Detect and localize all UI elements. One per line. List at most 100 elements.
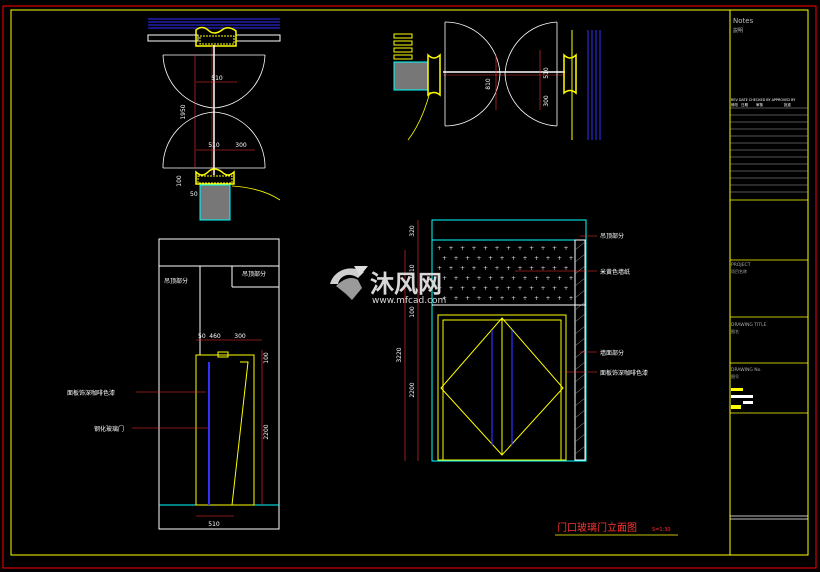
hatch-mark: + — [557, 295, 562, 302]
hatch-mark: + — [529, 265, 534, 272]
hatch-mark: + — [500, 295, 505, 302]
outer-border — [2, 5, 817, 569]
hatch-mark: + — [523, 295, 528, 302]
hatch-mark: + — [488, 275, 493, 282]
drawing-title-label: DRAWING TITLE — [731, 322, 767, 328]
project-label: PROJECT — [731, 262, 751, 268]
hatch-mark: + — [552, 285, 557, 292]
notes-label: Notes — [733, 17, 754, 25]
label-ceiling-b: 吊顶部分 — [242, 270, 266, 278]
hatch-mark: + — [506, 285, 511, 292]
label-ceiling-a: 吊顶部分 — [164, 277, 188, 285]
hatch-mark: + — [552, 265, 557, 272]
hatch-mark: + — [534, 295, 539, 302]
label-ceiling-elev: 吊顶部分 — [600, 232, 624, 240]
dim-height-1950: 1950 — [180, 104, 187, 119]
title-block: Notes 説明 REV DATE CHECKED BY APPROVED BY… — [729, 10, 808, 555]
hatch-mark: + — [518, 245, 523, 252]
dim-300-right: 300 — [543, 95, 550, 107]
dim-300-section: 300 — [234, 333, 246, 340]
hatch-mark: + — [449, 265, 454, 272]
hatch-mark: + — [569, 295, 574, 302]
hatch-mark: + — [552, 245, 557, 252]
label-wallpaper: 米黄色墙纸 — [600, 268, 630, 276]
mfcad-logo-icon — [330, 266, 368, 300]
label-panel-elev: 面板饰深咖啡色漆 — [600, 369, 648, 377]
drawing-no-value: 图号 — [731, 373, 739, 379]
hatch-mark: + — [534, 275, 539, 282]
hatch-mark: + — [477, 255, 482, 262]
dim-810: 810 — [485, 78, 492, 90]
hatch-mark: + — [557, 275, 562, 282]
hatch-mark: + — [488, 295, 493, 302]
hatch-mark: + — [518, 265, 523, 272]
dim-510-section: 510 — [208, 521, 220, 528]
dim-2200-section: 2200 — [263, 424, 270, 439]
hatch-mark: + — [541, 245, 546, 252]
hatch-mark: + — [449, 285, 454, 292]
dim-320: 320 — [409, 225, 416, 237]
hatch-mark: + — [460, 265, 465, 272]
inner-frame — [10, 9, 809, 556]
rev-col-3: 审核 — [756, 102, 764, 107]
section-view-left: 吊顶部分 吊顶部分 50 460 300 100 2200 510 面板饰深咖啡… — [67, 238, 280, 530]
dim-50-bottom: 50 — [190, 191, 198, 198]
dim-460: 460 — [209, 333, 221, 340]
hatch-mark: + — [557, 255, 562, 262]
hatch-mark: + — [495, 265, 500, 272]
hatch-mark: + — [506, 245, 511, 252]
wallpaper-area — [433, 241, 575, 304]
hatch-mark: + — [472, 285, 477, 292]
dim-2200-elev: 2200 — [409, 382, 416, 397]
dim-1010: 1010 — [409, 264, 416, 279]
hatch-mark: + — [529, 285, 534, 292]
rev-col-2: 日期 — [741, 102, 749, 107]
hatch-mark: + — [442, 275, 447, 282]
hatch-mark: + — [546, 275, 551, 282]
hatch-mark: + — [437, 285, 442, 292]
hatch-mark: + — [546, 255, 551, 262]
hatch-mark: + — [465, 295, 470, 302]
dim-300-lower: 300 — [235, 142, 247, 149]
hatch-mark: + — [529, 245, 534, 252]
revision-rows — [730, 107, 808, 193]
hatch-mark: + — [454, 295, 459, 302]
dim-510-lower: 510 — [208, 142, 220, 149]
rev-col-1: 修改 — [731, 102, 739, 107]
hatch-mark: + — [454, 275, 459, 282]
dim-510-right: 510 — [543, 67, 550, 79]
revision-header: REV DATE CHECKED BY APPROVED BY — [731, 98, 796, 102]
plan-view-left: 510 1950 510 300 100 50 — [147, 18, 281, 221]
drawing-no-label: DRAWING No. — [731, 367, 762, 373]
hatch-mark: + — [511, 275, 516, 282]
hatch-mark: + — [477, 295, 482, 302]
hatch-mark: + — [483, 245, 488, 252]
dim-3220: 3220 — [396, 347, 403, 362]
dim-100-bottom: 100 — [176, 175, 183, 187]
hatch-mark: + — [465, 275, 470, 282]
notes-cn-label: 説明 — [733, 27, 743, 34]
project-value: 项目名称 — [731, 268, 747, 274]
hatch-mark: + — [569, 275, 574, 282]
watermark-brand: 沐风网 — [370, 270, 442, 298]
elevation-scale: S=1:30 — [652, 527, 671, 533]
hatch-mark: + — [442, 295, 447, 302]
hatch-mark: + — [483, 265, 488, 272]
hatch-mark: + — [511, 255, 516, 262]
hatch-mark: + — [437, 245, 442, 252]
hatch-mark: + — [449, 245, 454, 252]
hatch-mark: + — [546, 295, 551, 302]
hatch-mark: + — [437, 265, 442, 272]
label-wall: 墙面部分 — [600, 349, 624, 357]
hatch-mark: + — [534, 255, 539, 262]
dim-100-section: 100 — [263, 352, 270, 364]
label-glass-door: 钢化玻璃门 — [94, 425, 124, 433]
elevation-title: 门口玻璃门立面图 — [557, 521, 637, 534]
rev-col-4: 批准 — [784, 102, 792, 107]
hatch-mark: + — [460, 285, 465, 292]
hatch-mark: + — [523, 275, 528, 282]
hatch-mark: + — [483, 285, 488, 292]
hatch-mark: + — [541, 285, 546, 292]
plan-view-right: 810 510 300 — [393, 21, 601, 141]
